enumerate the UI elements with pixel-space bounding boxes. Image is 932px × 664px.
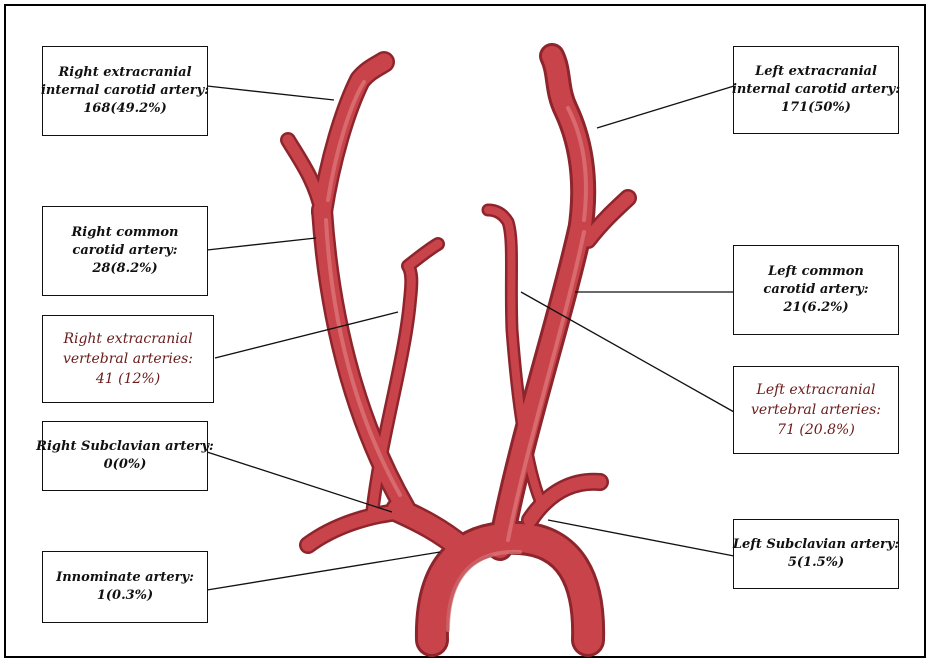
leader-right-va	[215, 312, 398, 358]
label-line: carotid artery:	[763, 281, 868, 299]
leader-right-ica	[207, 86, 334, 100]
label-right-vertebral: Right extracranial vertebral arteries: 4…	[42, 315, 214, 403]
label-value: 5(1.5%)	[788, 554, 844, 572]
vessel-group	[288, 56, 628, 640]
label-left-subclavian: Left Subclavian artery: 5(1.5%)	[733, 519, 899, 589]
label-innominate: Innominate artery: 1(0.3%)	[42, 551, 208, 623]
label-line: Left Subclavian artery:	[733, 536, 899, 554]
label-left-internal-carotid: Left extracranial internal carotid arter…	[733, 46, 899, 134]
label-line: Right extracranial	[63, 329, 192, 349]
label-line: internal carotid artery:	[41, 82, 209, 100]
label-right-internal-carotid: Right extracranial internal carotid arte…	[42, 46, 208, 136]
label-line: vertebral arteries:	[63, 349, 193, 369]
leader-left-ica	[597, 86, 734, 128]
label-line: Left extracranial	[757, 380, 876, 400]
label-right-common-carotid: Right common carotid artery: 28(8.2%)	[42, 206, 208, 296]
label-left-common-carotid: Left common carotid artery: 21(6.2%)	[733, 245, 899, 335]
leader-lines	[207, 86, 734, 590]
label-line: carotid artery:	[72, 242, 177, 260]
label-line: Innominate artery:	[56, 569, 194, 587]
label-value: 41 (12%)	[96, 369, 160, 389]
label-left-vertebral: Left extracranial vertebral arteries: 71…	[733, 366, 899, 454]
label-line: vertebral arteries:	[751, 400, 881, 420]
label-value: 171(50%)	[781, 99, 851, 117]
leader-innominate	[207, 552, 440, 590]
label-value: 21(6.2%)	[783, 299, 848, 317]
label-value: 1(0.3%)	[97, 587, 153, 605]
label-value: 71 (20.8%)	[777, 420, 855, 440]
label-line: Right extracranial	[58, 64, 191, 82]
label-value: 0(0%)	[104, 456, 147, 474]
label-line: Left extracranial	[755, 63, 877, 81]
leader-right-cca	[207, 238, 316, 250]
label-line: Right Subclavian artery:	[36, 438, 214, 456]
label-line: internal carotid artery:	[732, 81, 900, 99]
label-value: 28(8.2%)	[92, 260, 157, 278]
label-line: Right common	[71, 224, 178, 242]
label-line: Left common	[768, 263, 864, 281]
label-right-subclavian: Right Subclavian artery: 0(0%)	[42, 421, 208, 491]
label-value: 168(49.2%)	[83, 100, 166, 118]
leader-right-subclavian	[207, 452, 392, 512]
